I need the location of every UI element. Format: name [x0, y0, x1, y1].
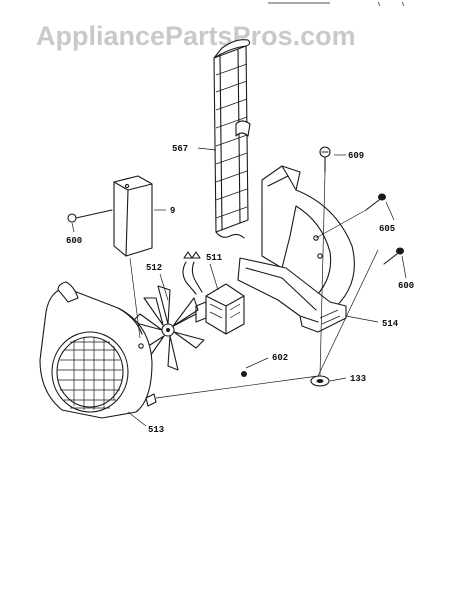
callout-513: 513	[148, 425, 164, 435]
callout-labels: 567 609 9 605 600 512 511 600 514 602 13…	[66, 144, 414, 435]
heater-element	[213, 39, 251, 239]
callout-133: 133	[350, 374, 366, 384]
callout-9: 9	[170, 206, 175, 216]
nut-602-icon	[241, 371, 247, 377]
callout-512: 512	[146, 263, 162, 273]
callout-600-right: 600	[398, 281, 414, 291]
callout-567: 567	[172, 144, 188, 154]
screw-600-right-icon	[383, 247, 404, 265]
fan-blade	[131, 285, 205, 371]
washer-133-icon	[310, 375, 330, 387]
screw-600-left-icon	[67, 209, 113, 223]
leader-lines	[71, 147, 407, 427]
callout-605: 605	[379, 224, 395, 234]
blower-bracket	[237, 165, 355, 333]
screw-609-icon	[319, 146, 331, 173]
callout-511: 511	[206, 253, 223, 263]
blower-housing	[39, 281, 157, 419]
screw-605-icon	[365, 193, 386, 211]
callout-514: 514	[382, 319, 399, 329]
top-edge-marks	[268, 1, 405, 7]
watermark-text: AppliancePartsPros.com	[36, 21, 356, 51]
callout-609: 609	[348, 151, 364, 161]
callout-602: 602	[272, 353, 288, 363]
fan-motor	[165, 251, 245, 335]
callout-600-left: 600	[66, 236, 82, 246]
shield-plate	[113, 175, 153, 257]
